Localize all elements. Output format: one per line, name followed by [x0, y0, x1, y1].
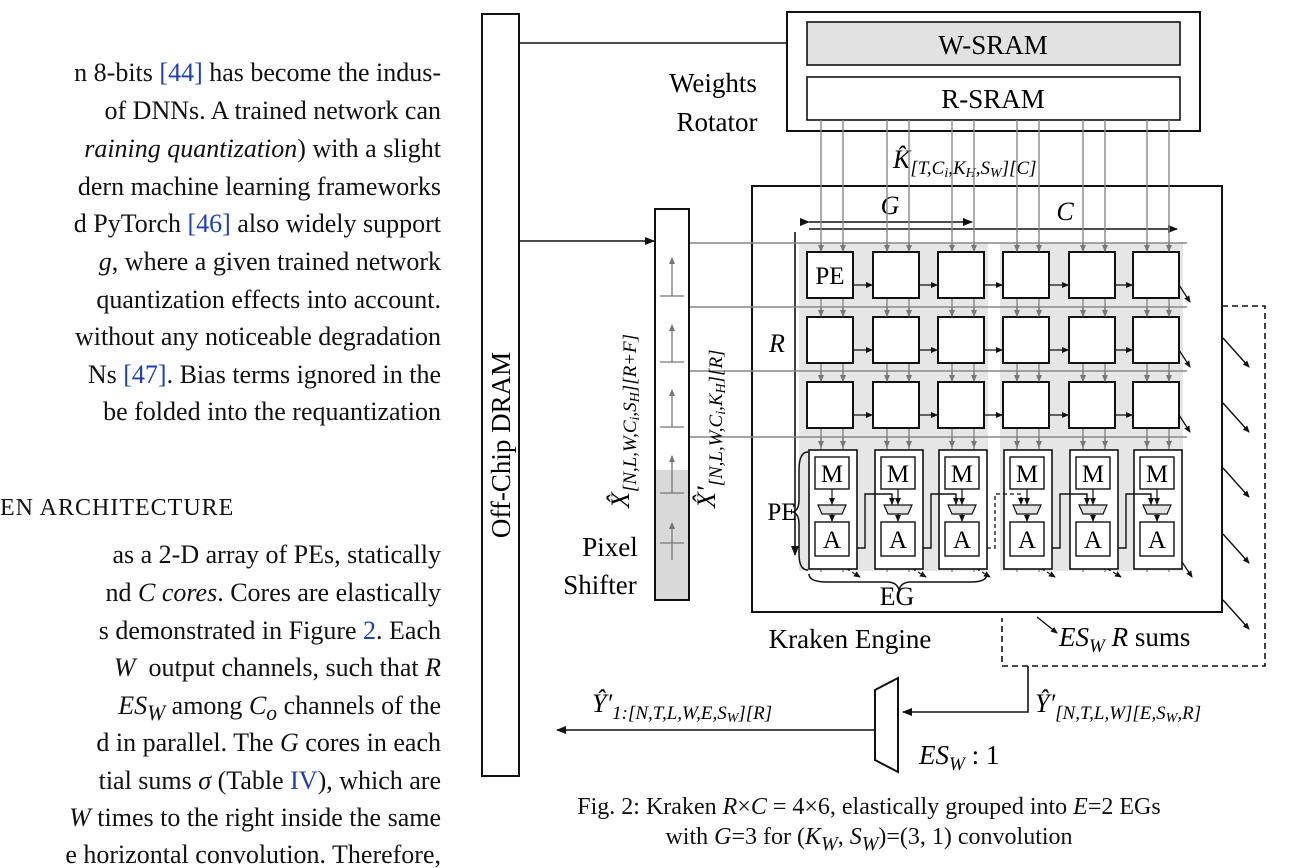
r-sram-block	[806, 76, 1181, 121]
text-line-14: W output channels, such that R	[113, 653, 441, 682]
sums-to-mux-arrow	[902, 666, 1029, 716]
pe-cell	[1068, 251, 1116, 299]
kraken-diagram: Off-Chip DRAM W-SRAM R-SRAM Weights Rota…	[481, 11, 1266, 777]
mux-ratio-label: ESW : 1	[918, 740, 999, 775]
text-line-16: d in parallel. The G cores in each	[96, 728, 441, 757]
y-prime-in-label: Ŷ′[N,T,L,W][E,SW,R]	[1035, 689, 1201, 726]
pe-cell	[1002, 251, 1050, 299]
pe-brace-label: PE	[767, 499, 796, 526]
c-label: C	[1056, 197, 1074, 226]
pe-cell	[1068, 316, 1116, 364]
pe-cell	[806, 251, 854, 299]
x-hat-label: X̂[N,L,W,Ci,SH][R+F]	[606, 334, 643, 509]
svg-text:A: A	[889, 527, 907, 554]
text-line-4: dern machine learning frameworks	[77, 172, 441, 201]
pe-cell	[1002, 316, 1050, 364]
x-prime-label: X̂′[N,L,W,Ci,KH][R]	[692, 350, 729, 509]
pe-cell	[1132, 381, 1180, 429]
pe-cell	[1068, 381, 1116, 429]
k-hat-label: K̂[T,Ci,KH,SW][C]	[892, 145, 1037, 181]
y-prime-out-label: Ŷ′1:[N,T,L,W,E,SW][R]	[592, 689, 772, 726]
text-line-11: as a 2-D array of PEs, statically	[112, 540, 441, 569]
pe-shift-arrows	[853, 282, 1191, 433]
eg-label: EG	[880, 582, 915, 611]
pixel-label: Pixel	[582, 532, 638, 562]
w-sram-label: W-SRAM	[938, 30, 1048, 60]
a-labels: A A A A A A	[823, 527, 1166, 554]
r-label: R	[768, 329, 785, 358]
pe-cell	[1132, 251, 1180, 299]
kraken-figure: Off-Chip DRAM W-SRAM R-SRAM Weights Rota…	[447, 0, 1291, 868]
pixel-bus-lines	[690, 242, 1187, 438]
text-line-1: n 8-bits [44] has become the indus-	[74, 58, 441, 87]
es-sums-label: ESW R sums	[1058, 622, 1190, 657]
svg-text:M: M	[1146, 461, 1168, 488]
svg-text:A: A	[823, 527, 841, 554]
text-line-2: of DNNs. A trained network can	[104, 96, 441, 125]
text-line-7: quantization effects into account.	[96, 285, 441, 314]
g-label: G	[881, 191, 900, 220]
text-line-9: Ns [47]. Bias terms ignored in the	[87, 360, 441, 389]
pixel-shifter-arrows	[660, 257, 684, 560]
engine-label: Kraken Engine	[769, 624, 932, 654]
pe-label: PE	[815, 263, 844, 290]
detailed-pe-row	[808, 449, 1193, 578]
pe-cell	[937, 251, 985, 299]
pe-cell	[872, 251, 920, 299]
text-line-3: raining quantization) with a slight	[84, 134, 441, 163]
m-labels: M M M M M M	[821, 461, 1168, 488]
text-line-15: ESW among Co channels of the	[118, 691, 441, 726]
output-arrows	[1036, 337, 1250, 634]
text-line-17: tial sums σ (Table IV), which are	[98, 766, 441, 795]
svg-text:A: A	[1084, 527, 1102, 554]
pe-cell	[806, 316, 854, 364]
pe-cell	[937, 381, 985, 429]
shifter-label: Shifter	[563, 570, 637, 600]
text-line-5: d PyTorch [46] also widely support	[73, 209, 441, 238]
w-sram-block	[806, 21, 1181, 66]
text-line-6: g, where a given trained network	[98, 247, 441, 276]
caption-line-1: Fig. 2: Kraken R×C = 4×6, elastically gr…	[577, 794, 1161, 820]
svg-text:M: M	[1016, 461, 1038, 488]
text-line-12: nd C cores. Cores are elastically	[105, 578, 442, 607]
text-line-19: e horizontal convolution. Therefore,	[65, 840, 441, 868]
svg-text:M: M	[1082, 461, 1104, 488]
dram-box	[481, 13, 520, 777]
pe-cell	[1132, 316, 1180, 364]
pe-grid	[806, 251, 1180, 429]
rotator-label: Rotator	[677, 107, 758, 137]
text-line-8: without any noticeable degradation	[74, 322, 441, 351]
text-line-13: s demonstrated in Figure 2. Each	[98, 616, 441, 645]
pe-cell	[806, 381, 854, 429]
pe-cell	[937, 316, 985, 364]
r-sram-label: R-SRAM	[941, 84, 1045, 114]
pe-cell	[1002, 381, 1050, 429]
weights-label: Weights	[669, 68, 757, 98]
eg-brace	[808, 573, 988, 591]
text-line-10: be folded into the requantization	[103, 397, 441, 426]
svg-text:A: A	[1018, 527, 1036, 554]
pe-cell	[872, 381, 920, 429]
weight-down-arrows	[818, 243, 1172, 448]
output-dashed-box	[1001, 305, 1266, 667]
body-text-column: n 8-bits [44] has become the indus- of D…	[0, 0, 445, 868]
caption-line-2: with G=3 for (KW, SW)=(3, 1) convolution	[665, 824, 1073, 855]
pe-brace	[790, 451, 809, 571]
svg-text:M: M	[887, 461, 909, 488]
output-mux	[874, 676, 899, 774]
svg-text:A: A	[953, 527, 971, 554]
dram-label: Off-Chip DRAM	[486, 352, 516, 538]
figure-caption: Fig. 2: Kraken R×C = 4×6, elastically gr…	[447, 792, 1291, 859]
svg-text:M: M	[821, 461, 843, 488]
pe-cell	[872, 316, 920, 364]
svg-text:A: A	[1148, 527, 1166, 554]
section-heading: EN ARCHITECTURE	[0, 495, 235, 521]
text-line-18: W times to the right inside the same	[69, 803, 441, 832]
svg-text:M: M	[951, 461, 973, 488]
